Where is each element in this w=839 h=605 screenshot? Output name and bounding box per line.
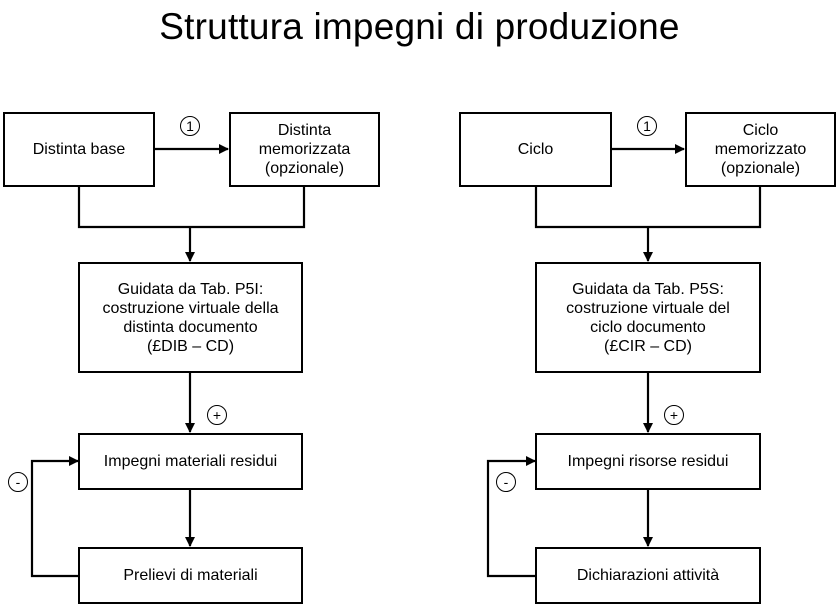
right-badge-minus: - [496, 472, 516, 492]
right-merge-line [534, 186, 762, 229]
left-badge-plus: + [207, 405, 227, 425]
left-box-source: Distinta base [3, 112, 155, 187]
right-box-residual: Impegni risorse residui [535, 433, 761, 490]
left-merge-line [77, 186, 306, 229]
page-title: Struttura impegni di produzione [159, 6, 680, 47]
right-feedback-loop [486, 456, 536, 578]
left-badge-optional: 1 [180, 116, 200, 136]
right-badge-plus: + [664, 405, 684, 425]
left-feedback-loop [30, 456, 79, 578]
left-box-guided: Guidata da Tab. P5I: costruzione virtual… [78, 262, 303, 373]
left-box-residual: Impegni materiali residui [78, 433, 303, 490]
right-box-stored: Ciclo memorizzato (opzionale) [685, 112, 836, 187]
right-box-source: Ciclo [459, 112, 612, 187]
left-badge-minus: - [8, 472, 28, 492]
left-box-stored: Distinta memorizzata (opzionale) [229, 112, 380, 187]
right-box-guided: Guidata da Tab. P5S: costruzione virtual… [535, 262, 761, 373]
right-badge-optional: 1 [637, 116, 657, 136]
right-box-consumption: Dichiarazioni attività [535, 547, 761, 604]
left-box-consumption: Prelievi di materiali [78, 547, 303, 604]
